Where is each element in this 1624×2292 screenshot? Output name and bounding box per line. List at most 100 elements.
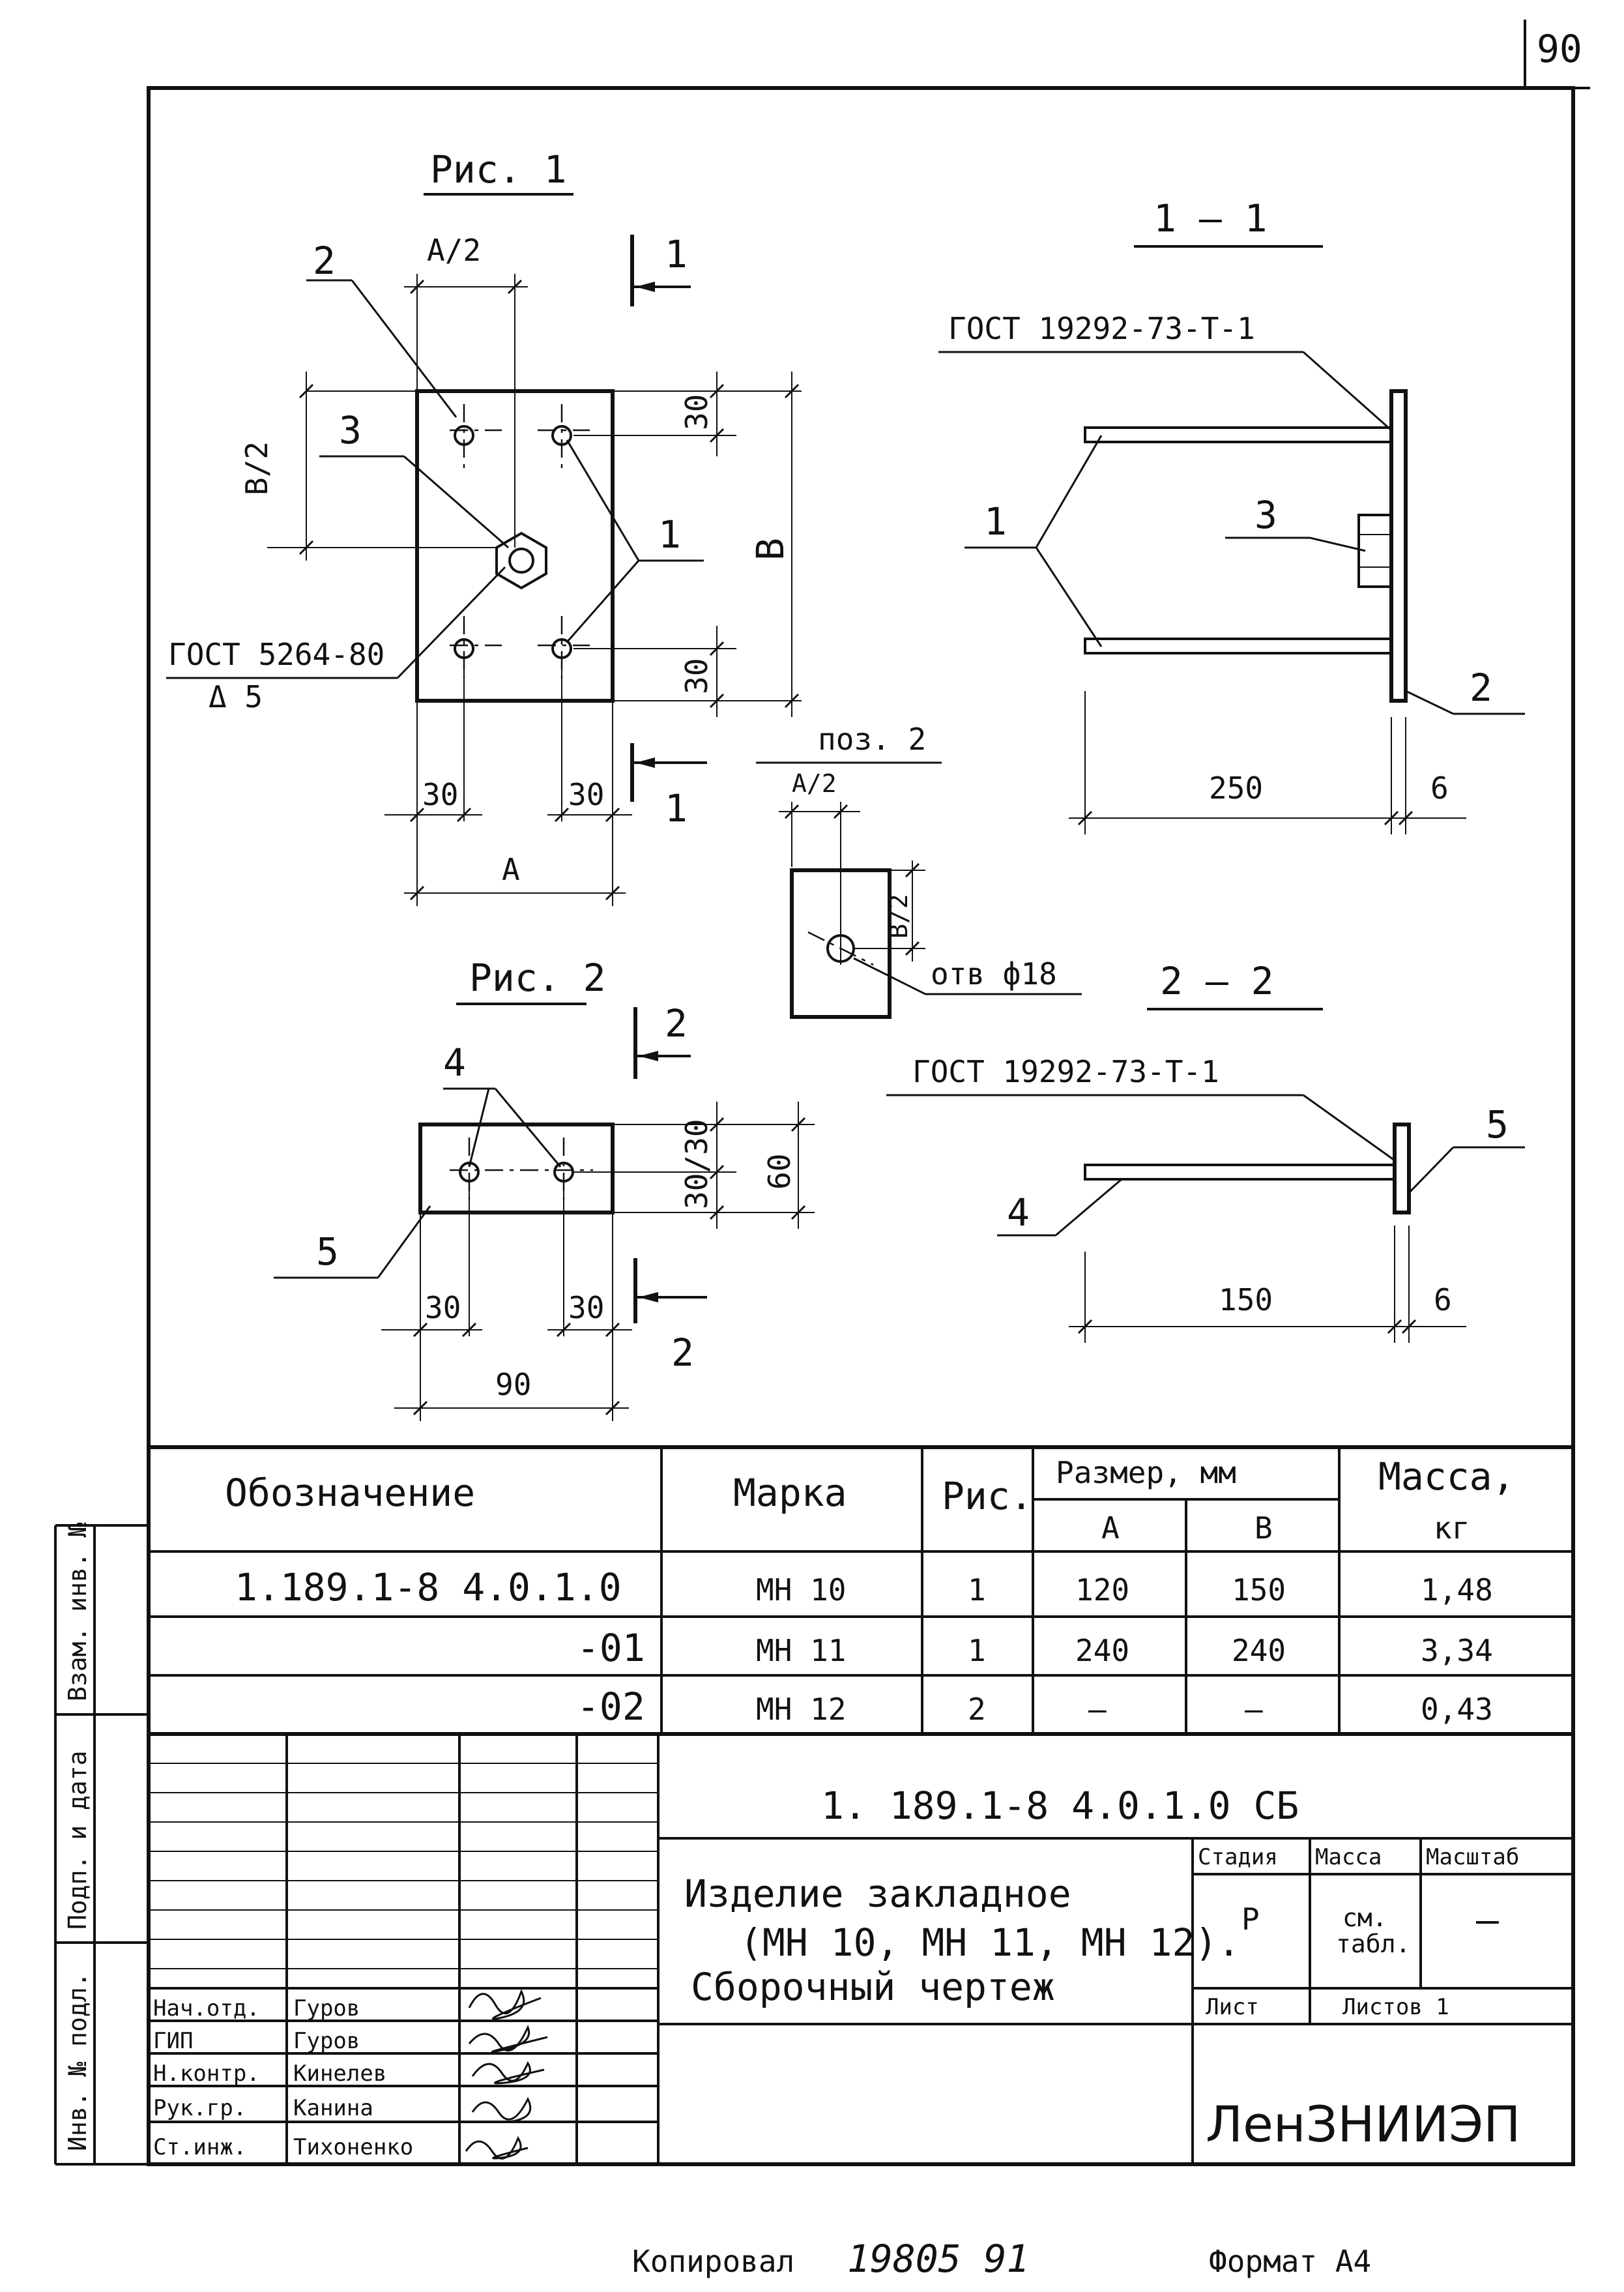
row-mark: МН 12	[756, 1692, 846, 1727]
table-row: 1.189.1-8 4.0.1.0 МН 10 1 120 150 1,48	[235, 1565, 1493, 1609]
sheet-number-box: 90	[1524, 20, 1590, 89]
staff-name: Гуров	[293, 2028, 360, 2054]
row-size-a: 120	[1075, 1572, 1129, 1608]
fig1-anchor-top-right	[551, 425, 572, 446]
title-block-mass-value-2: табл.	[1336, 1930, 1410, 1958]
row-size-b: —	[1245, 1692, 1263, 1727]
row-fig: 2	[968, 1692, 986, 1727]
footer: Копировал 19805 91 Формат А4	[632, 2237, 1371, 2281]
spec-header-mark: Марка	[733, 1471, 847, 1515]
row-mark: МН 11	[756, 1633, 846, 1668]
fig1-dim-30-right: 30	[568, 777, 604, 812]
title-block: Нач.отд. Гуров ГИП Гуров Н.контр. Кинеле…	[149, 1734, 1573, 2164]
staff-name: Канина	[293, 2095, 373, 2121]
pos2-plate	[790, 868, 892, 1019]
row-mark: МН 10	[756, 1572, 846, 1608]
spec-header-designation: Обозначение	[225, 1471, 475, 1515]
section-1-1-anchor-top	[1084, 426, 1393, 443]
fig1-dim-30-left: 30	[422, 777, 458, 812]
title-block-scale-label: Масштаб	[1426, 1844, 1519, 1870]
title-block-name-2: (МН 10, МН 11, МН 12).	[740, 1920, 1240, 1965]
fig1-section-mark-bottom: 1	[665, 786, 688, 830]
section-1-1-plate	[1389, 389, 1408, 703]
staff-role: Ст.инж.	[153, 2134, 246, 2160]
fig1-gost-nut: ГОСТ 5264-80	[168, 637, 384, 672]
fig1-section-mark-top: 1	[665, 232, 688, 276]
fig2-dim-30-left: 30	[425, 1290, 461, 1325]
section-2-2-callout-5: 5	[1486, 1102, 1509, 1147]
title-block-sheets-label: Листов 1	[1342, 1994, 1449, 2020]
row-size-a: —	[1088, 1692, 1107, 1727]
fig1-callout-3: 3	[339, 408, 362, 452]
pos2-hole-label: отв ф18	[931, 956, 1057, 992]
fig1-anchor-bottom-left	[454, 638, 474, 659]
fig1-dim-b: B	[748, 538, 792, 561]
staff-name: Гуров	[293, 1995, 360, 2021]
spec-header-mass-unit: кг	[1434, 1510, 1470, 1546]
spec-header-size-b: В	[1254, 1510, 1273, 1546]
title-block-organization: ЛенЗНИИЭП	[1206, 2095, 1520, 2153]
spec-header-size-a: А	[1101, 1510, 1120, 1546]
staff-name: Тихоненко	[293, 2134, 413, 2160]
fig2-title: Рис. 2	[469, 956, 606, 1000]
fig2-dim-90: 90	[495, 1367, 531, 1402]
fig1-dim-30-bottom: 30	[679, 658, 714, 694]
row-fig: 1	[968, 1572, 986, 1608]
footer-copied-value: 19805 91	[847, 2237, 1029, 2281]
table-row: -02 МН 12 2 — — 0,43	[577, 1684, 1493, 1729]
section-1-1-callout-3: 3	[1254, 493, 1277, 537]
signature-scribbles	[465, 1989, 548, 2160]
title-block-code: 1. 189.1-8 4.0.1.0 СБ	[821, 1784, 1299, 1828]
title-block-scale-value: —	[1476, 1898, 1499, 1942]
fig2-anchor-right	[553, 1162, 574, 1183]
row-size-a: 240	[1075, 1633, 1129, 1668]
section-2-2-title: 2 — 2	[1160, 959, 1274, 1003]
staff-role: Нач.отд.	[153, 1995, 260, 2021]
side-stamp: Взам. инв. № Подп. и дата Инв. № подл.	[54, 1522, 149, 2166]
row-mass: 3,34	[1421, 1633, 1493, 1668]
section-1-1-title: 1 — 1	[1153, 196, 1268, 241]
fig2-dim-30-right: 30	[568, 1290, 604, 1325]
fig1-dim-a-half: A/2	[427, 233, 481, 268]
spec-header-size: Размер, мм	[1056, 1455, 1236, 1490]
section-1-1-dim-length: 250	[1209, 771, 1263, 806]
fig1-callout-1: 1	[658, 512, 681, 557]
fig1-nut	[495, 531, 547, 590]
fig1-dim-30-top: 30	[679, 394, 714, 430]
row-designation: -02	[577, 1684, 645, 1729]
section-2-2-callout-4: 4	[1007, 1190, 1030, 1235]
title-block-name-3: Сборочный чертеж	[691, 1965, 1055, 2009]
section-1-1-callout-2: 2	[1470, 666, 1492, 710]
fig2-callout-4: 4	[443, 1040, 466, 1085]
staff-role: Н.контр.	[153, 2061, 260, 2087]
fig2-callout-5: 5	[316, 1229, 339, 1274]
section-2-2-plate	[1393, 1123, 1411, 1214]
row-fig: 1	[968, 1633, 986, 1668]
section-1-1-gost: ГОСТ 19292-73-Т-1	[948, 311, 1255, 346]
fig1-plan: Рис. 1 A/2 2	[166, 147, 802, 906]
row-size-b: 240	[1232, 1633, 1286, 1668]
fig2-plan: Рис. 2 4 5 30/30 60	[274, 956, 815, 1421]
fig1-anchor-bottom-right	[551, 638, 572, 659]
section-2-2-dim-thickness: 6	[1434, 1282, 1452, 1317]
staff-name: Кинелев	[293, 2061, 386, 2087]
section-1-1-dim-thickness: 6	[1430, 771, 1449, 806]
row-designation: 1.189.1-8 4.0.1.0	[235, 1565, 622, 1609]
section-2-2-dim-length: 150	[1219, 1282, 1273, 1317]
title-block-name-1: Изделие закладное	[684, 1872, 1071, 1916]
section-2-2: 2 — 2 ГОСТ 19292-73-Т-1 5 4 150 6	[886, 959, 1525, 1343]
title-block-mass-value-1: см.	[1342, 1903, 1387, 1932]
stamp-signature-date: Подп. и дата	[63, 1750, 92, 1930]
fig2-dim-30-30: 30/30	[679, 1119, 714, 1209]
drawing-frame	[147, 86, 1575, 2166]
fig2-anchor-left	[459, 1162, 480, 1183]
fig1-weld: Δ 5	[209, 679, 263, 714]
fig1-dim-b-half: B/2	[239, 441, 274, 495]
fig1-title: Рис. 1	[430, 147, 567, 192]
row-mass: 1,48	[1421, 1572, 1493, 1608]
footer-format: Формат А4	[1209, 2244, 1371, 2279]
fig2-plate	[418, 1123, 615, 1214]
section-2-2-anchor	[1084, 1164, 1396, 1181]
section-1-1: 1 — 1 ГОСТ 19292-73-Т-1 3 1 2 250	[938, 196, 1525, 834]
title-block-sheet-label: Лист	[1206, 1994, 1259, 2020]
